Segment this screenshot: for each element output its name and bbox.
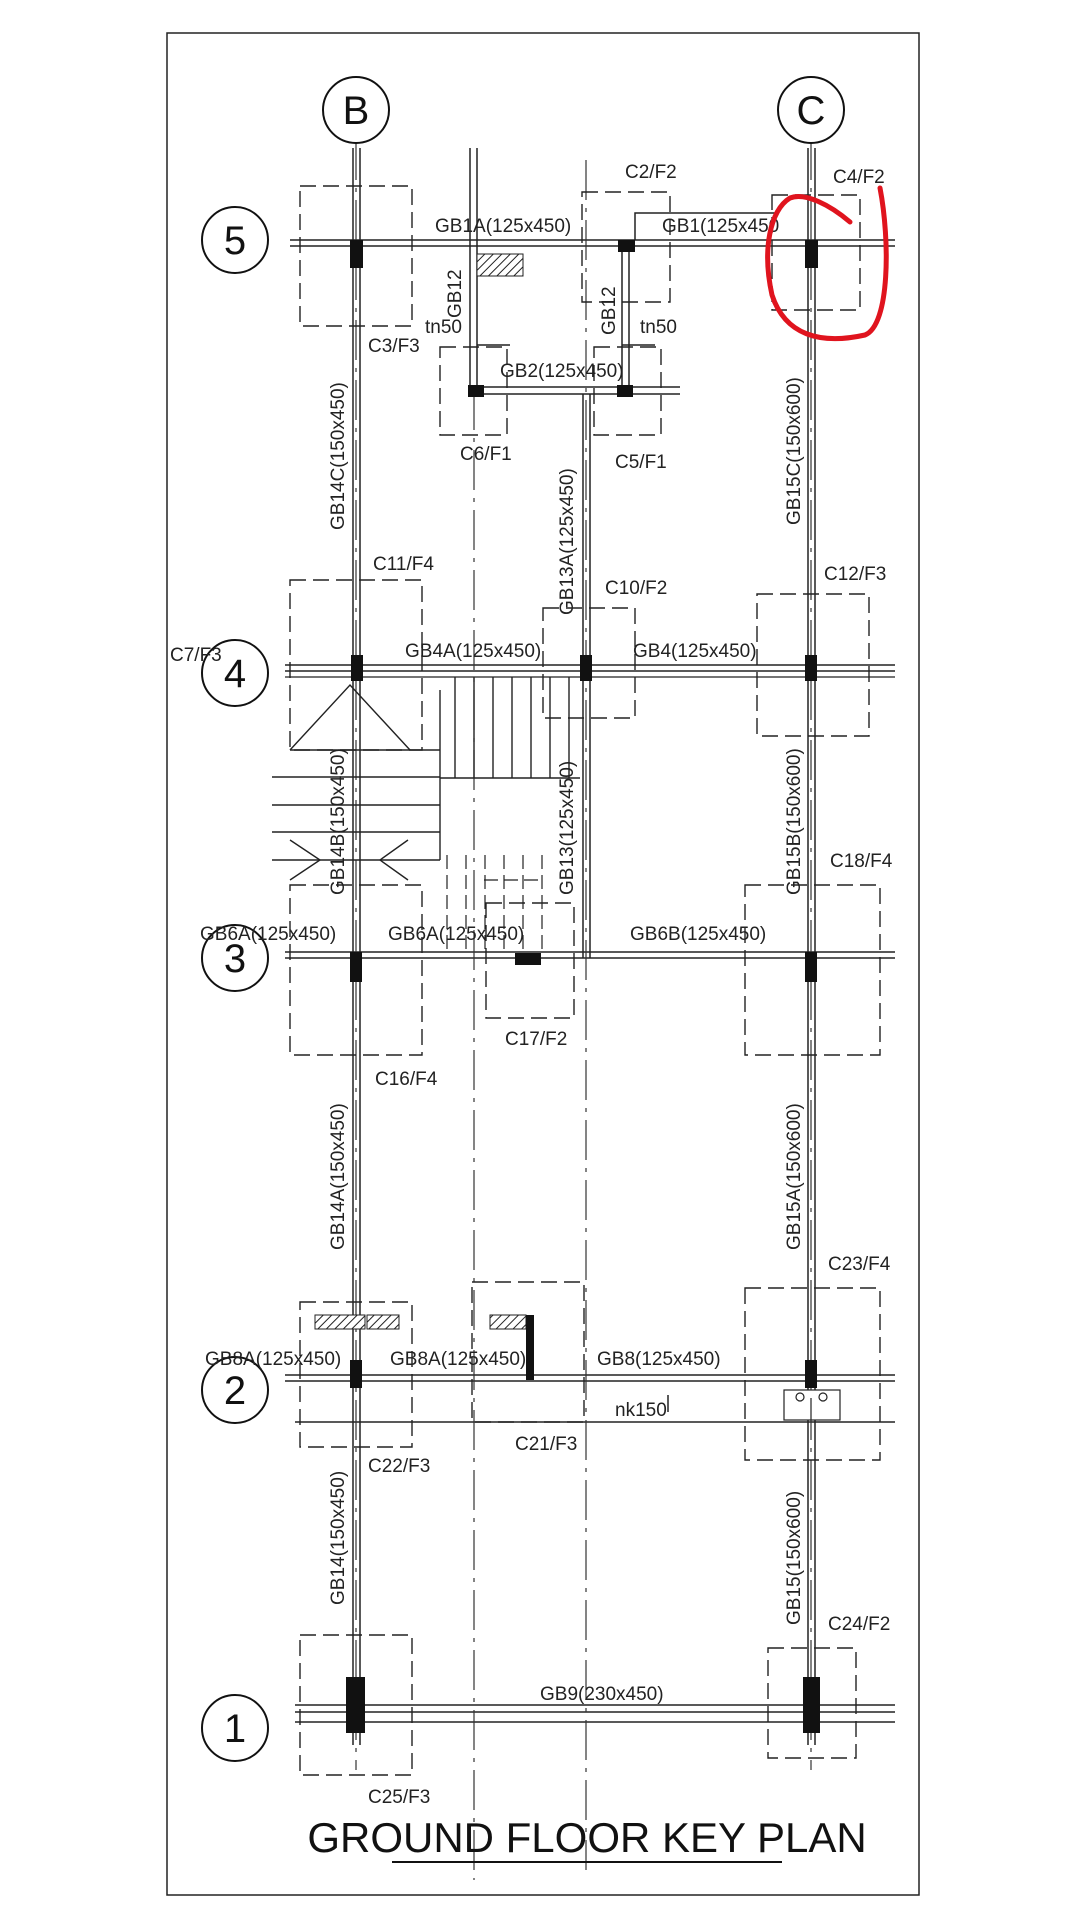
beam-label-gb13: GB13(125x450) — [557, 761, 578, 895]
nk150-pad-bolt-right — [818, 1392, 828, 1402]
grid-label-b: B — [343, 89, 370, 133]
beam-label-tn50-right: tn50 — [640, 317, 677, 338]
drawing-border — [166, 32, 920, 1896]
interior-beams — [469, 148, 775, 1412]
beam-label-gb14a: GB14A(150x450) — [328, 1103, 349, 1250]
column-labels: C2/F2 C4/F2 C3/F3 C6/F1 C5/F1 C11/F4 C7/… — [170, 162, 893, 1808]
footing-outlines — [289, 185, 881, 1776]
grid-bubble-3 — [201, 924, 269, 992]
beam-label-gb13a: GB13A(125x450) — [557, 468, 578, 615]
beam-label-gb8: GB8(125x450) — [597, 1349, 721, 1370]
beam-label-gb1: GB1(125x450 — [662, 216, 779, 237]
beam-label-gb4a: GB4A(125x450) — [405, 641, 541, 662]
beam-label-gb15: GB15(150x600) — [784, 1491, 805, 1625]
beam-label-gb6a-right: GB6A(125x450) — [388, 924, 524, 945]
beam-label-gb14: GB14(150x450) — [328, 1471, 349, 1605]
beam-label-gb9: GB9(230x450) — [540, 1684, 664, 1705]
grid-bubble-1 — [201, 1694, 269, 1762]
column-label-c16: C16/F4 — [375, 1069, 438, 1090]
grid-label-4: 4 — [224, 652, 246, 696]
red-markup-circle — [765, 185, 889, 342]
staircase — [272, 677, 580, 881]
beam-label-gb14b: GB14B(150x450) — [328, 748, 349, 895]
column-label-c24: C24/F2 — [828, 1614, 890, 1635]
beam-label-gb12-right: GB12 — [599, 286, 620, 335]
column-label-c22: C22/F3 — [368, 1456, 430, 1477]
column-label-c4: C4/F2 — [833, 167, 885, 188]
beam-label-gb1a: GB1A(125x450) — [435, 216, 571, 237]
beam-label-nk150: nk150 — [615, 1400, 667, 1421]
grid-label-2: 2 — [224, 1369, 246, 1413]
beam-labels: GB1A(125x450) GB1(125x450 GB12 GB12 tn50… — [200, 216, 805, 1705]
column-label-c10: C10/F2 — [605, 578, 667, 599]
grid-label-5: 5 — [224, 219, 246, 263]
nk150-pad-bolt-left — [795, 1392, 805, 1402]
column-label-c2: C2/F2 — [625, 162, 677, 183]
beam-label-gb4: GB4(125x450) — [633, 641, 757, 662]
grid-lines — [285, 148, 895, 1745]
wall-segment-c21 — [526, 1315, 534, 1380]
structural-columns — [346, 240, 820, 1733]
beam-label-gb8a-left: GB8A(125x450) — [205, 1349, 341, 1370]
staircase-lower-rails — [446, 855, 543, 950]
column-label-c17: C17/F2 — [505, 1029, 567, 1050]
hatched-walls — [314, 253, 527, 1330]
column-label-c5: C5/F1 — [615, 452, 667, 473]
beam-label-gb8a-right: GB8A(125x450) — [390, 1349, 526, 1370]
beam-label-gb14c: GB14C(150x450) — [328, 382, 349, 530]
grid-label-1: 1 — [224, 1707, 246, 1751]
column-label-c7: C7/F3 — [170, 645, 222, 666]
nk150-pad — [783, 1389, 841, 1421]
grid-bubble-c — [777, 76, 845, 144]
plan-title: GROUND FLOOR KEY PLAN — [307, 1814, 866, 1861]
beam-label-gb15a: GB15A(150x600) — [784, 1103, 805, 1250]
beam-label-gb12-left: GB12 — [445, 269, 466, 318]
column-label-c6: C6/F1 — [460, 444, 512, 465]
column-label-c3: C3/F3 — [368, 336, 420, 357]
beam-label-gb15c: GB15C(150x600) — [784, 377, 805, 525]
column-label-c23: C23/F4 — [828, 1254, 891, 1275]
column-label-c11: C11/F4 — [373, 554, 434, 575]
column-label-c12: C12/F3 — [824, 564, 886, 585]
beam-label-gb2: GB2(125x450) — [500, 361, 624, 382]
grid-bubble-4 — [201, 639, 269, 707]
column-label-c21: C21/F3 — [515, 1434, 577, 1455]
grid-bubble-5 — [201, 206, 269, 274]
grid-label-3: 3 — [224, 937, 246, 981]
column-label-c25: C25/F3 — [368, 1787, 430, 1808]
beam-label-gb6b: GB6B(125x450) — [630, 924, 766, 945]
beam-label-tn50-left: tn50 — [425, 317, 462, 338]
grid-bubble-2 — [201, 1356, 269, 1424]
beam-label-gb15b: GB15B(150x600) — [784, 748, 805, 895]
grid-bubbles: B C 5 4 3 2 1 — [201, 76, 845, 1762]
grid-bubble-b — [322, 76, 390, 144]
grid-label-c: C — [797, 89, 826, 133]
column-label-c18: C18/F4 — [830, 851, 893, 872]
beam-label-gb6a-left: GB6A(125x450) — [200, 924, 336, 945]
